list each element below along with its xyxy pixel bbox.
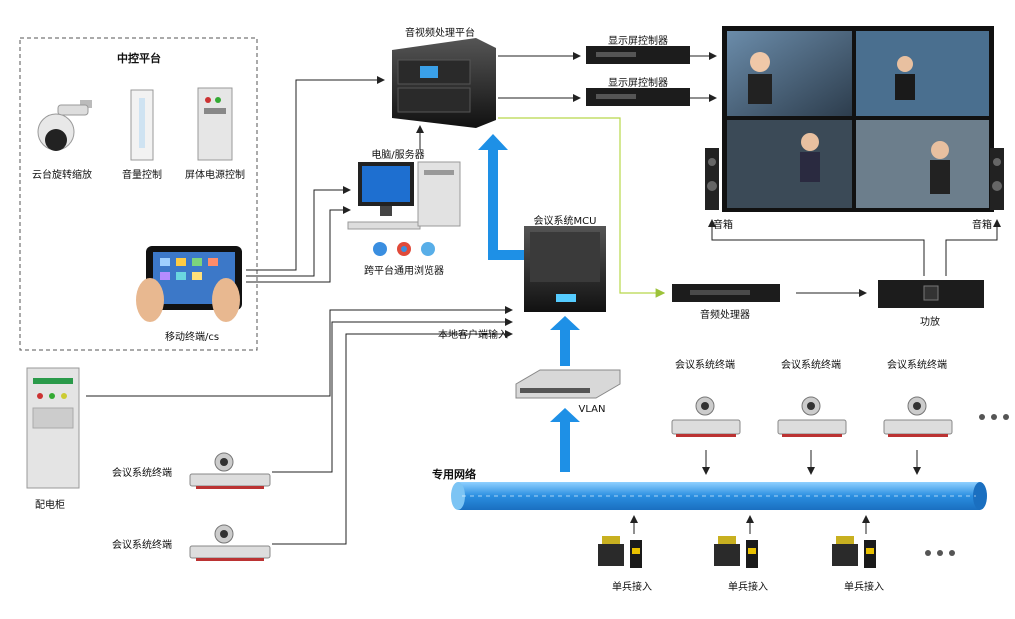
terminal-left-2-label: 会议系统终端 xyxy=(112,540,172,551)
display-controller-2-icon xyxy=(586,88,690,106)
conference-terminal-left-1 xyxy=(189,452,271,489)
conference-terminal-right-1 xyxy=(671,396,741,437)
single-access-3-label: 单兵接入 xyxy=(844,582,884,593)
audio-signal-line xyxy=(498,117,666,298)
single-access-1-label: 单兵接入 xyxy=(612,582,652,593)
private-network-pipe xyxy=(451,482,987,510)
mcu-device-icon xyxy=(524,226,606,312)
pc-server-label: 电脑/服务器 xyxy=(371,150,425,161)
blue-flow-arrows xyxy=(478,134,580,472)
terminal-left-1-label: 会议系统终端 xyxy=(112,468,172,479)
volume-control-icon xyxy=(130,89,154,161)
tablet-icon xyxy=(136,246,242,322)
speaker-left-icon xyxy=(705,148,719,210)
vlan-label: VLAN xyxy=(578,404,606,415)
terminal-right-3-label: 会议系统终端 xyxy=(887,360,947,371)
audio-processor-label: 音频处理器 xyxy=(700,310,750,321)
av-platform-rack-icon xyxy=(392,38,496,128)
display-controller-2-label: 显示屏控制器 xyxy=(608,78,668,89)
display-controller-1-label: 显示屏控制器 xyxy=(608,36,668,47)
ptz-camera-label: 云台旋转缩放 xyxy=(32,170,92,181)
terminal-right-2-label: 会议系统终端 xyxy=(781,360,841,371)
power-control-label: 屏体电源控制 xyxy=(185,170,245,181)
browser-label: 跨平台通用浏览器 xyxy=(364,266,444,277)
control-platform-title: 中控平台 xyxy=(117,52,161,65)
pc-server-icon xyxy=(347,161,461,230)
single-access-device-1 xyxy=(598,536,642,568)
single-access-device-3 xyxy=(832,536,876,568)
conference-terminal-left-2 xyxy=(189,524,271,561)
connection-lines xyxy=(86,52,1001,545)
more-dots-access xyxy=(925,550,955,556)
ptz-camera-icon xyxy=(37,100,92,151)
volume-control-label: 音量控制 xyxy=(122,170,162,181)
amplifier-icon xyxy=(878,280,984,308)
browser-icons xyxy=(373,242,435,256)
local-client-input-label: 本地客户端输入 xyxy=(438,330,508,341)
more-dots-terminals xyxy=(979,414,1009,420)
amplifier-label: 功放 xyxy=(920,317,940,328)
single-access-2-label: 单兵接入 xyxy=(728,582,768,593)
speaker-right-icon xyxy=(990,148,1004,210)
vlan-switch-icon xyxy=(515,369,621,399)
distribution-cabinet-icon xyxy=(26,367,80,489)
mcu-label: 会议系统MCU xyxy=(533,216,597,227)
terminal-right-1-label: 会议系统终端 xyxy=(675,360,735,371)
av-platform-label: 音视频处理平台 xyxy=(405,28,475,39)
audio-processor-icon xyxy=(672,284,780,302)
speaker-left-label: 音箱 xyxy=(713,220,733,231)
single-access-device-2 xyxy=(714,536,758,568)
control-platform-box xyxy=(19,37,258,351)
mobile-terminal-label: 移动终端/cs xyxy=(164,332,220,343)
conference-terminal-right-3 xyxy=(883,396,953,437)
speaker-right-label: 音箱 xyxy=(972,220,992,231)
private-network-label: 专用网络 xyxy=(432,468,476,481)
distribution-cabinet-label: 配电柜 xyxy=(35,500,65,511)
display-controller-1-icon xyxy=(586,46,690,64)
video-wall-display xyxy=(722,26,994,212)
power-control-cabinet-icon xyxy=(197,87,233,161)
conference-terminal-right-2 xyxy=(777,396,847,437)
